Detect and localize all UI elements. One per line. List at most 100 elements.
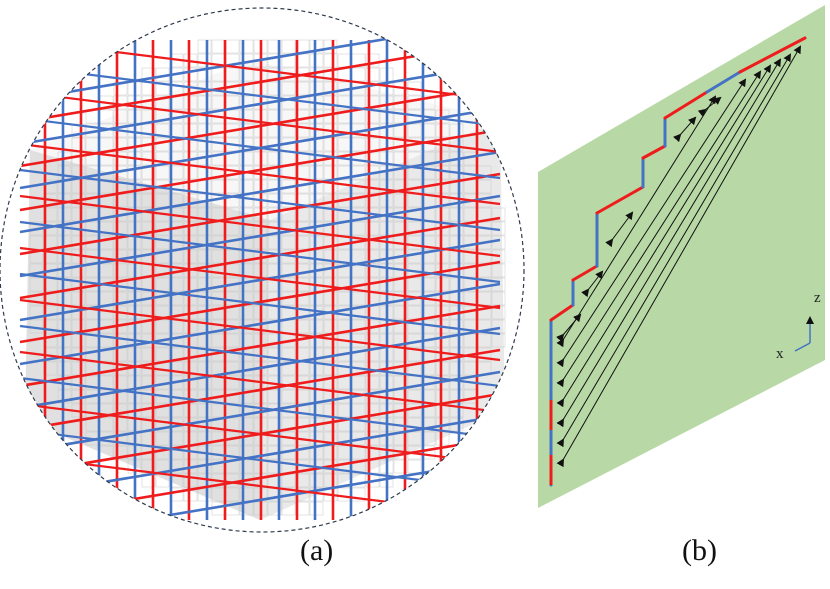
diagonal-edge-line: [19, 370, 501, 454]
cube-cell: [71, 263, 86, 278]
cube-cell: [225, 39, 240, 54]
staircase-edge: [549, 36, 807, 487]
diagonal-edge-line: [19, 194, 501, 278]
cube-cell: [407, 431, 422, 446]
cube-cell: [183, 403, 198, 418]
cross-edge-line: [19, 168, 501, 232]
cross-edge-line: [19, 90, 501, 154]
cube-cell: [309, 333, 324, 348]
cube-cell: [337, 487, 352, 502]
cube-cell: [309, 319, 324, 334]
diagonal-edge-line: [19, 172, 501, 256]
cube-cell: [267, 39, 282, 54]
cube-cell: [267, 207, 282, 222]
diagonal-edge-line: [19, 348, 501, 432]
cube-cell: [393, 305, 408, 320]
cube-cell: [435, 277, 450, 292]
caption-panel-b: (b): [682, 534, 717, 567]
cube-cell: [155, 123, 170, 138]
cube-cell: [183, 207, 198, 222]
cube-cell: [435, 305, 450, 320]
cube-cell: [407, 235, 422, 250]
cube-cell: [155, 235, 170, 250]
cube-cell: [267, 347, 282, 362]
cube-cell: [365, 221, 380, 236]
cube-cell: [197, 235, 212, 250]
cross-edge-line: [19, 272, 501, 336]
dashed-boundary-circle: [0, 7, 525, 533]
cube-cell: [365, 403, 380, 418]
cube-cell: [183, 487, 198, 502]
cube-cell: [57, 319, 72, 334]
cube-cell: [155, 81, 170, 96]
cube-cell: [281, 347, 296, 362]
cube-cell: [197, 277, 212, 292]
cube-cell: [309, 53, 324, 68]
cube-cell: [267, 151, 282, 166]
cube-cell: [365, 333, 380, 348]
cube-cell: [183, 179, 198, 194]
cube-cell: [197, 389, 212, 404]
cube-cell: [239, 305, 254, 320]
cross-edge-line: [19, 298, 501, 362]
cube-cell: [393, 319, 408, 334]
cube-cell: [239, 403, 254, 418]
axis-x-label: x: [776, 346, 784, 362]
cube-cell: [393, 179, 408, 194]
cross-edge-line: [19, 142, 501, 206]
cube-cell: [113, 109, 128, 124]
cross-edge-line: [19, 402, 501, 466]
cube-cell: [309, 249, 324, 264]
cube-cell: [365, 417, 380, 432]
cube-cell: [323, 137, 338, 152]
cube-cell: [267, 235, 282, 250]
arrow-lines: [556, 45, 801, 468]
cube-cell: [239, 221, 254, 236]
cross-edge-line: [19, 116, 501, 180]
cube-cell: [449, 221, 464, 236]
cube-cell: [281, 263, 296, 278]
cube-cell: [393, 193, 408, 208]
cube-cell: [183, 361, 198, 376]
cube-cell: [407, 277, 422, 292]
cube-cell: [267, 179, 282, 194]
cube-cell: [393, 459, 408, 474]
diagonal-edge-line: [19, 260, 501, 344]
axis-indicator: z x: [776, 290, 821, 362]
cube-cell: [113, 431, 128, 446]
cube-cell: [197, 39, 212, 54]
cube-cell: [183, 67, 198, 82]
cube-cell: [239, 375, 254, 390]
cube-cell: [113, 249, 128, 264]
cube-cell: [239, 109, 254, 124]
cube-cell: [71, 179, 86, 194]
cube-cell: [71, 291, 86, 306]
cube-cell: [323, 95, 338, 110]
cube-cell: [267, 459, 282, 474]
diagonal-edge-line: [19, 62, 501, 146]
cube-cell: [281, 417, 296, 432]
cube-cell: [267, 67, 282, 82]
cube-cell: [449, 193, 464, 208]
cube-cell: [141, 305, 156, 320]
cube-cell: [57, 249, 72, 264]
cube-cell: [29, 305, 44, 320]
cube-cell: [365, 235, 380, 250]
diagonal-edge-line: [19, 128, 501, 212]
cube-cell: [365, 53, 380, 68]
cube-cell: [435, 179, 450, 194]
diagonal-edge-line: [19, 238, 501, 322]
cube-cell: [281, 123, 296, 138]
cube-cell: [113, 263, 128, 278]
cube-cell: [407, 347, 422, 362]
cube-cell: [393, 109, 408, 124]
cube-cell: [113, 417, 128, 432]
cube-cell: [113, 445, 128, 460]
cube-edge-lines: [19, 18, 501, 532]
cube-cell: [197, 249, 212, 264]
short-arrow: [581, 270, 604, 298]
cube-cell: [407, 207, 422, 222]
cube-cell: [407, 221, 422, 236]
cube-cell: [435, 193, 450, 208]
cube-cell: [491, 263, 506, 278]
